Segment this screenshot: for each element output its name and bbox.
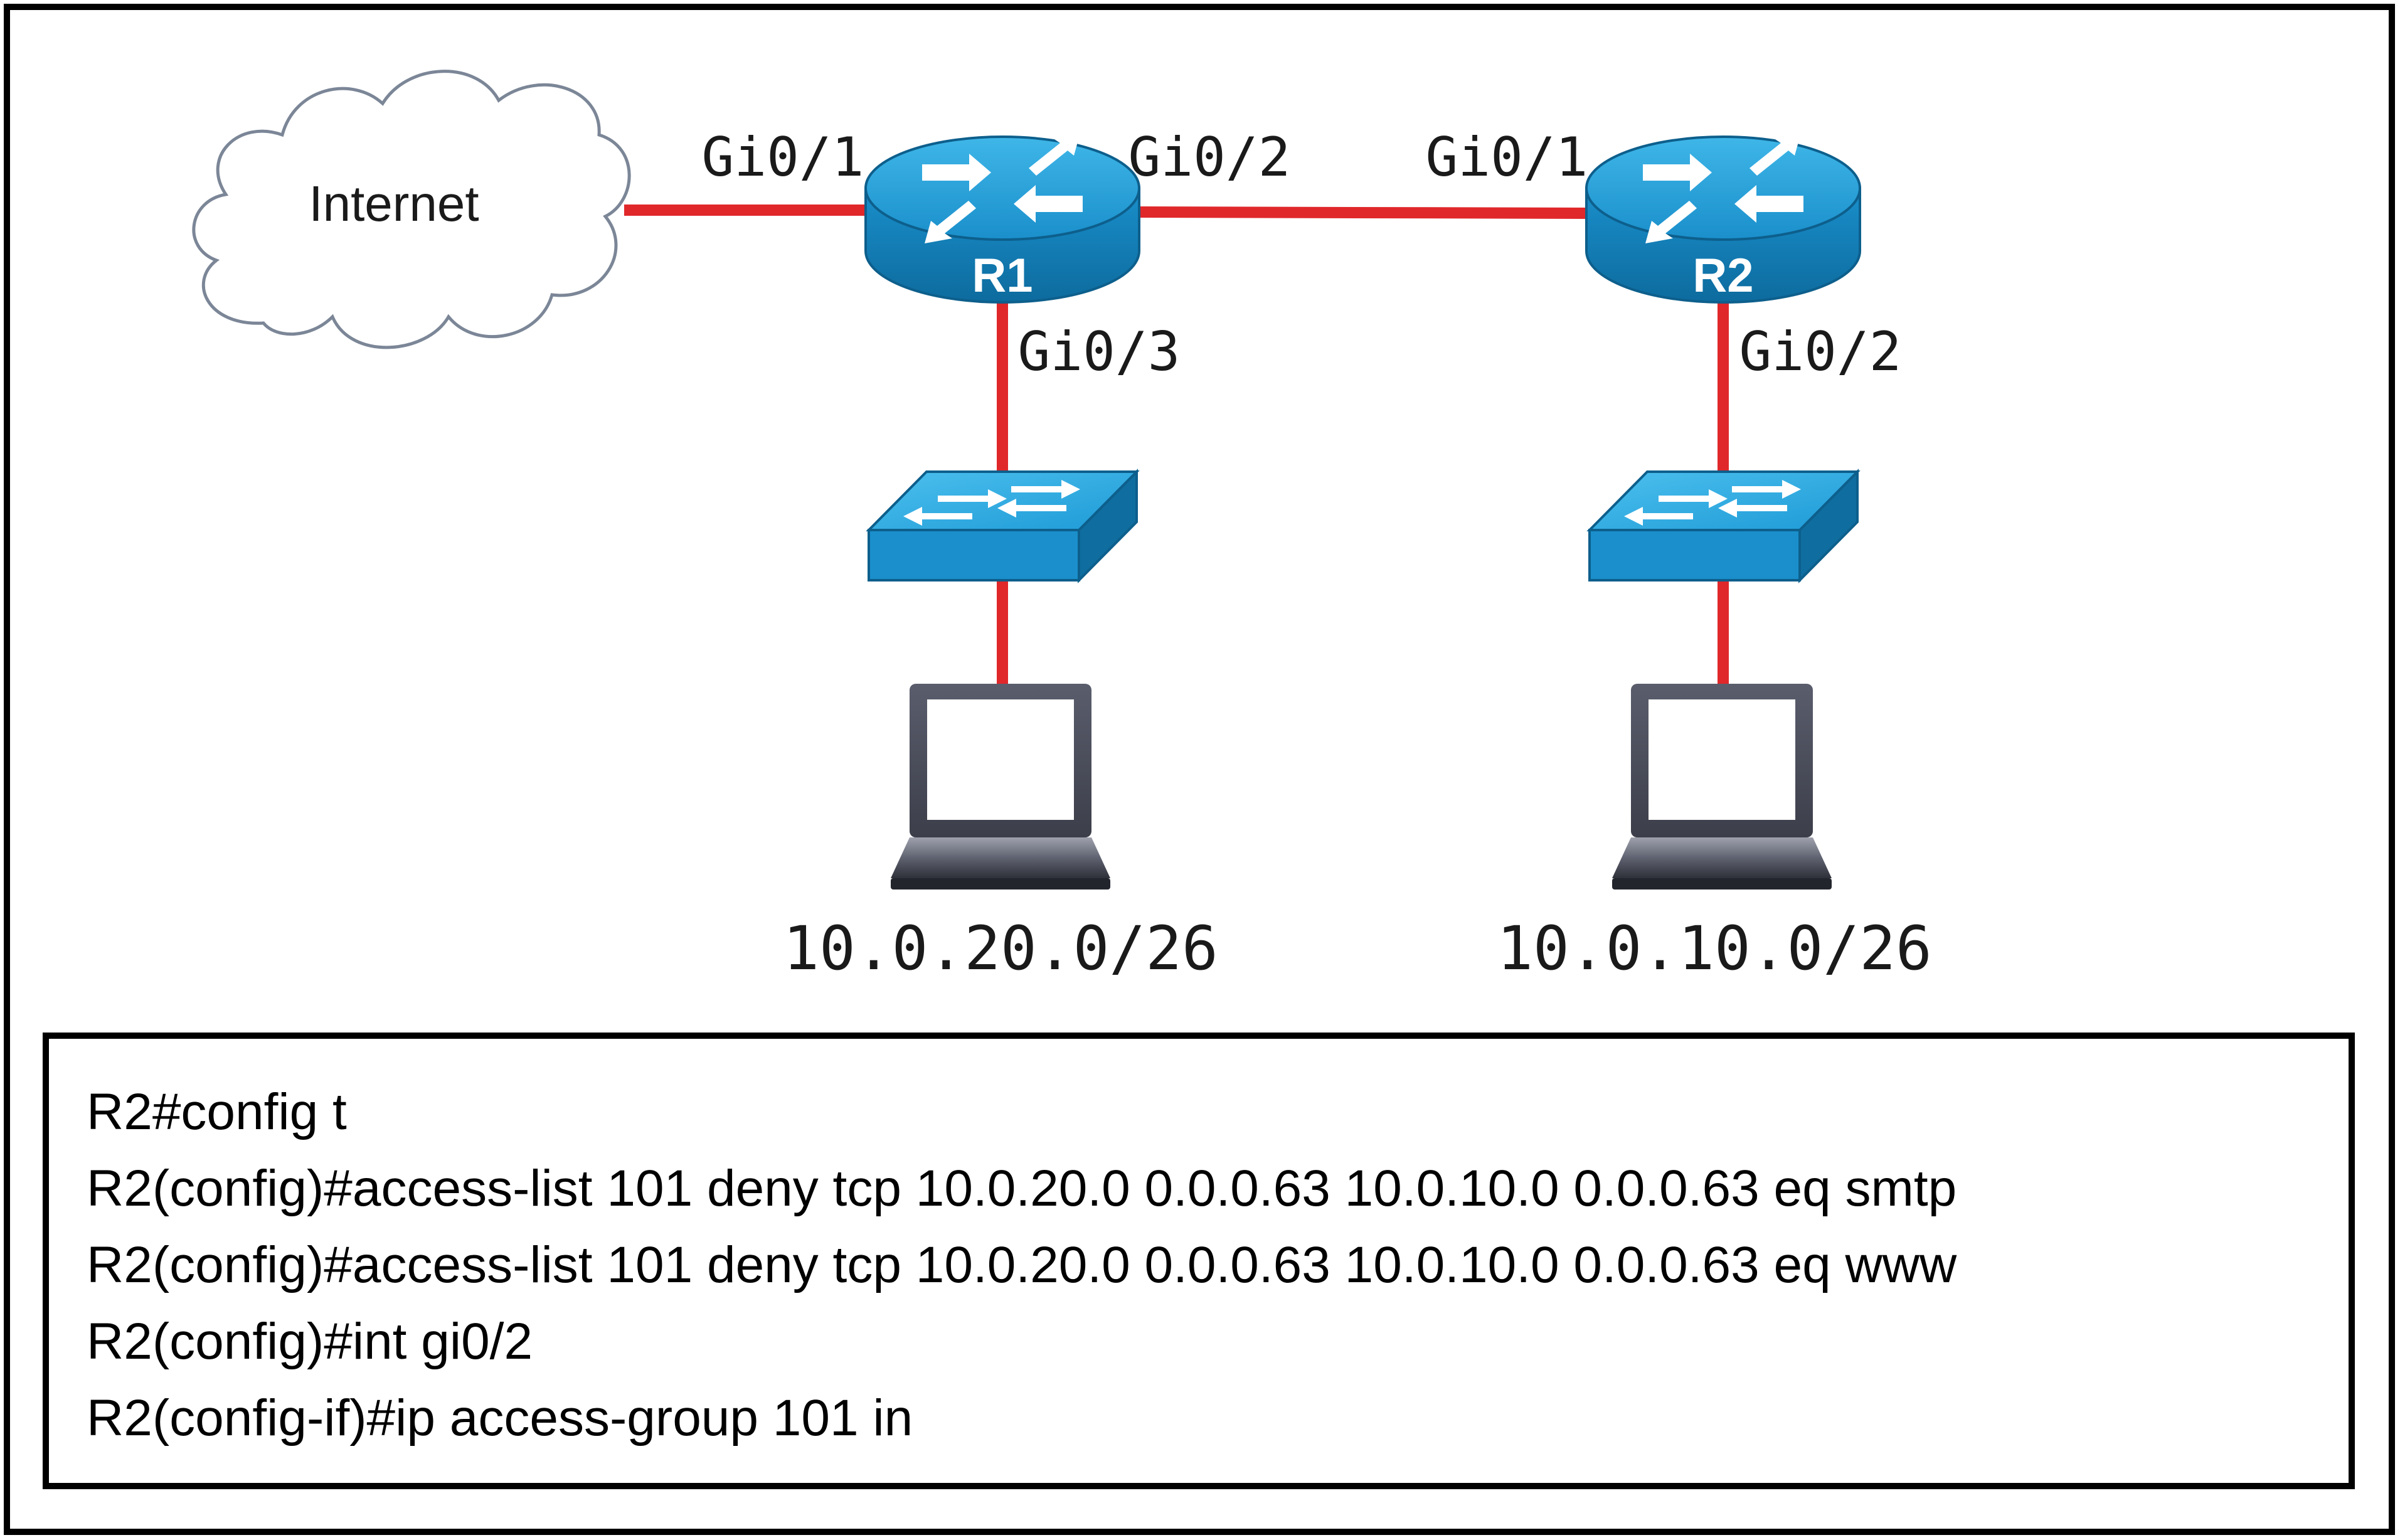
- subnet-right: 10.0.10.0/26: [1497, 913, 1932, 984]
- port-r2-gi0-1: Gi0/1: [1426, 126, 1588, 189]
- laptop-1-icon: [891, 684, 1110, 889]
- config-line: R2#config t: [87, 1083, 347, 1140]
- config-commands-box: R2#config t R2(config)#access-list 101 d…: [43, 1033, 2355, 1489]
- config-line: R2(config)#access-list 101 deny tcp 10.0…: [87, 1160, 1957, 1217]
- config-line: R2(config)#int gi0/2: [87, 1313, 533, 1370]
- router-r1-icon: R1: [864, 133, 1140, 304]
- laptop-2-icon: [1612, 684, 1832, 889]
- port-r1-gi0-3: Gi0/3: [1018, 321, 1181, 383]
- config-line: R2(config-if)#ip access-group 101 in: [87, 1389, 913, 1447]
- link-r1-r2: [1135, 206, 1597, 219]
- port-labels: Gi0/1 Gi0/2 Gi0/3 Gi0/1 Gi0/2: [702, 126, 1902, 383]
- switch-1-icon: [866, 469, 1140, 583]
- port-r1-gi0-2: Gi0/2: [1128, 126, 1291, 189]
- config-line: R2(config)#access-list 101 deny tcp 10.0…: [87, 1236, 1957, 1293]
- router-r2-label: R2: [1692, 249, 1753, 302]
- internet-label: Internet: [309, 176, 479, 231]
- port-r2-gi0-2: Gi0/2: [1739, 321, 1902, 383]
- switch-2-icon: [1586, 469, 1861, 583]
- subnet-labels: 10.0.20.0/26 10.0.10.0/26: [783, 913, 1932, 984]
- router-r1-label: R1: [972, 249, 1033, 302]
- links: [624, 204, 1729, 687]
- subnet-left: 10.0.20.0/26: [783, 913, 1218, 984]
- internet-cloud-icon: Internet: [192, 70, 631, 349]
- port-r1-gi0-1: Gi0/1: [702, 126, 864, 189]
- router-r2-icon: R2: [1585, 133, 1861, 304]
